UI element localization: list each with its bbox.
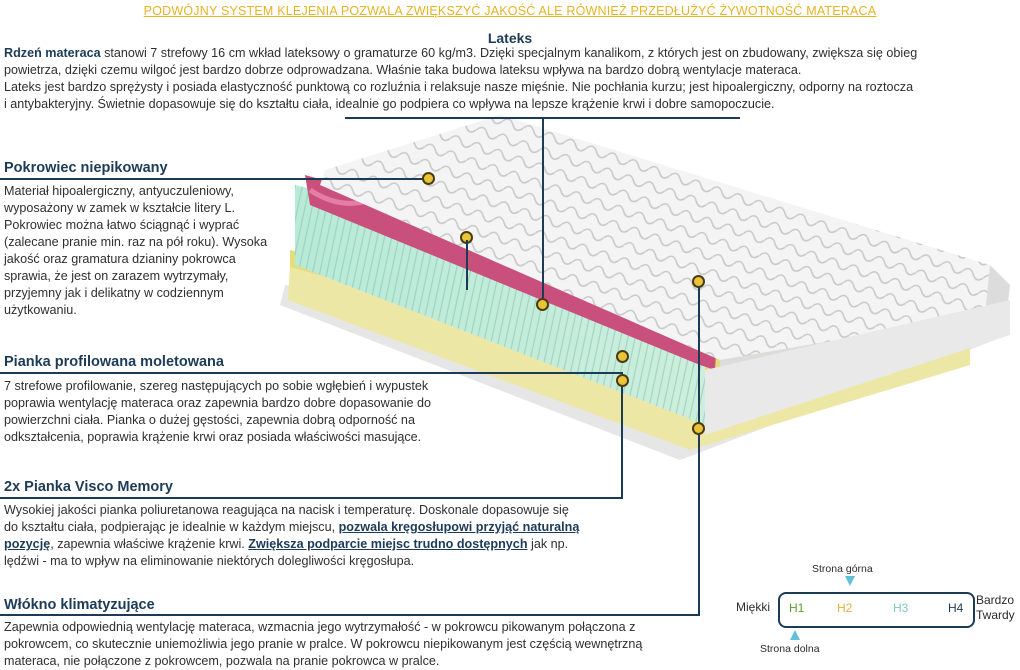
pokrowiec-description: Materiał hipoalergiczny, antyuczuleniowy… <box>4 183 280 319</box>
wlokno-line: materaca, nie połączone z pokrowcem, poz… <box>4 654 440 668</box>
lateks-lead: Rdzeń materaca <box>4 46 101 60</box>
hardness-level-h3: H3 <box>893 601 909 615</box>
pokrowiec-heading: Pokrowiec niepikowany <box>4 160 168 176</box>
pianka-line: powierzchni ciała. Pianka o dużej gęstoś… <box>4 413 415 427</box>
pokrowiec-marker <box>422 172 435 185</box>
hardness-top-label: Strona górna <box>812 563 873 575</box>
lateks-line: i antybakteryjny. Świetnie dopasowuje si… <box>4 97 775 111</box>
hardness-hard-label: Bardzo Twardy <box>976 593 1015 623</box>
wlokno-connector <box>698 286 700 616</box>
pokrowiec-line: sprawia, że jest on zarazem wytrzymały, <box>4 269 229 283</box>
visco-heading: 2x Pianka Visco Memory <box>4 479 173 495</box>
visco-line: , zapewnia właściwe krążenie krwi. <box>50 537 249 551</box>
banner-title: PODWÓJNY SYSTEM KLEJENIA POZWALA ZWIĘKSZ… <box>143 4 877 18</box>
lateks-marker <box>536 298 549 311</box>
hardness-level-h2: H2 <box>837 601 853 615</box>
lateks-connector <box>345 117 740 119</box>
down-arrow-icon <box>845 576 855 586</box>
pokrowiec-connector <box>0 178 430 180</box>
hardness-bottom-label: Strona dolna <box>760 643 820 655</box>
hardness-hard-label-line: Twardy <box>976 608 1015 622</box>
wlokno-heading: Włókno klimatyzujące <box>4 597 155 613</box>
pokrowiec-line: wyposażony w zamek w kształcie litery L. <box>4 201 235 215</box>
wlokno-connector <box>0 614 700 616</box>
hardness-soft-label: Miękki <box>736 600 771 614</box>
visco-description: Wysokiej jakości pianka poliuretanowa re… <box>4 502 614 570</box>
wlokno-description: Zapewnia odpowiednią wentylację materaca… <box>4 619 704 670</box>
pokrowiec-line: (zalecane pranie min. raz na pół roku). … <box>4 235 268 249</box>
hardness-hard-label-line: Bardzo <box>976 593 1015 607</box>
pianka-description: 7 strefowe profilowanie, szereg następuj… <box>4 378 474 446</box>
pianka-connector <box>0 372 623 374</box>
visco-connector <box>0 497 623 499</box>
lateks-line: stanowi 7 strefowy 16 cm wkład lateksowy… <box>100 46 918 60</box>
visco-highlight: pozycję <box>4 537 51 551</box>
pokrowiec-line: przyjemny jak i delikatny w codziennym <box>4 286 224 300</box>
pianka-line: poprawia wentylację materaca oraz zapewn… <box>4 396 432 410</box>
visco-connector <box>621 383 623 499</box>
mattress-illustration <box>280 115 1010 460</box>
pianka-line: odkształcenia, poprawia krążenie krwi or… <box>4 430 422 444</box>
hardness-level-h4: H4 <box>948 601 964 615</box>
pokrowiec-line: Materiał hipoalergiczny, antyuczuleniowy… <box>4 184 234 198</box>
visco-line: lędźwi - ma to wpływ na eliminowanie nie… <box>4 554 415 568</box>
wlokno-line: Zapewnia odpowiednią wentylację materaca… <box>4 620 636 634</box>
lateks-line: powietrza, dzięki czemu wilgoć jest bard… <box>4 63 802 77</box>
visco-marker <box>616 374 629 387</box>
lateks-heading: Lateks <box>487 30 533 46</box>
visco-line: jak np. <box>527 537 569 551</box>
pokrowiec-line: użytkowaniu. <box>4 303 77 317</box>
lateks-line: Lateks jest bardzo sprężysty i posiada e… <box>4 80 914 94</box>
wlokno-marker <box>692 422 705 435</box>
pianka-line: 7 strefowe profilowanie, szereg następuj… <box>4 379 429 393</box>
pianka-heading: Pianka profilowana moletowana <box>4 354 224 370</box>
pianka-marker <box>616 350 629 363</box>
hardness-level-h1: H1 <box>789 601 805 615</box>
up-arrow-icon <box>790 630 800 640</box>
pianka-connector <box>466 240 468 290</box>
visco-line: do kształtu ciała, podpierając je idealn… <box>4 520 339 534</box>
visco-highlight: pozwala kręgosłupowi przyjąć naturalną <box>338 520 580 534</box>
lateks-description: Rdzeń materaca stanowi 7 strefowy 16 cm … <box>4 45 1016 113</box>
lateks-connector <box>542 118 544 303</box>
pokrowiec-line: jakość oraz gramatura dzianiny pokrowca <box>4 252 236 266</box>
visco-highlight: Zwiększa podparcie miejsc trudno dostępn… <box>248 537 528 551</box>
visco-line: Wysokiej jakości pianka poliuretanowa re… <box>4 503 569 517</box>
wlokno-line: pokrowcem, co skutecznie uniemożliwia je… <box>4 637 643 651</box>
hardness-scale <box>778 592 975 628</box>
pokrowiec-line: Pokrowiec można łatwo ściągnąć i wyprać <box>4 218 240 232</box>
